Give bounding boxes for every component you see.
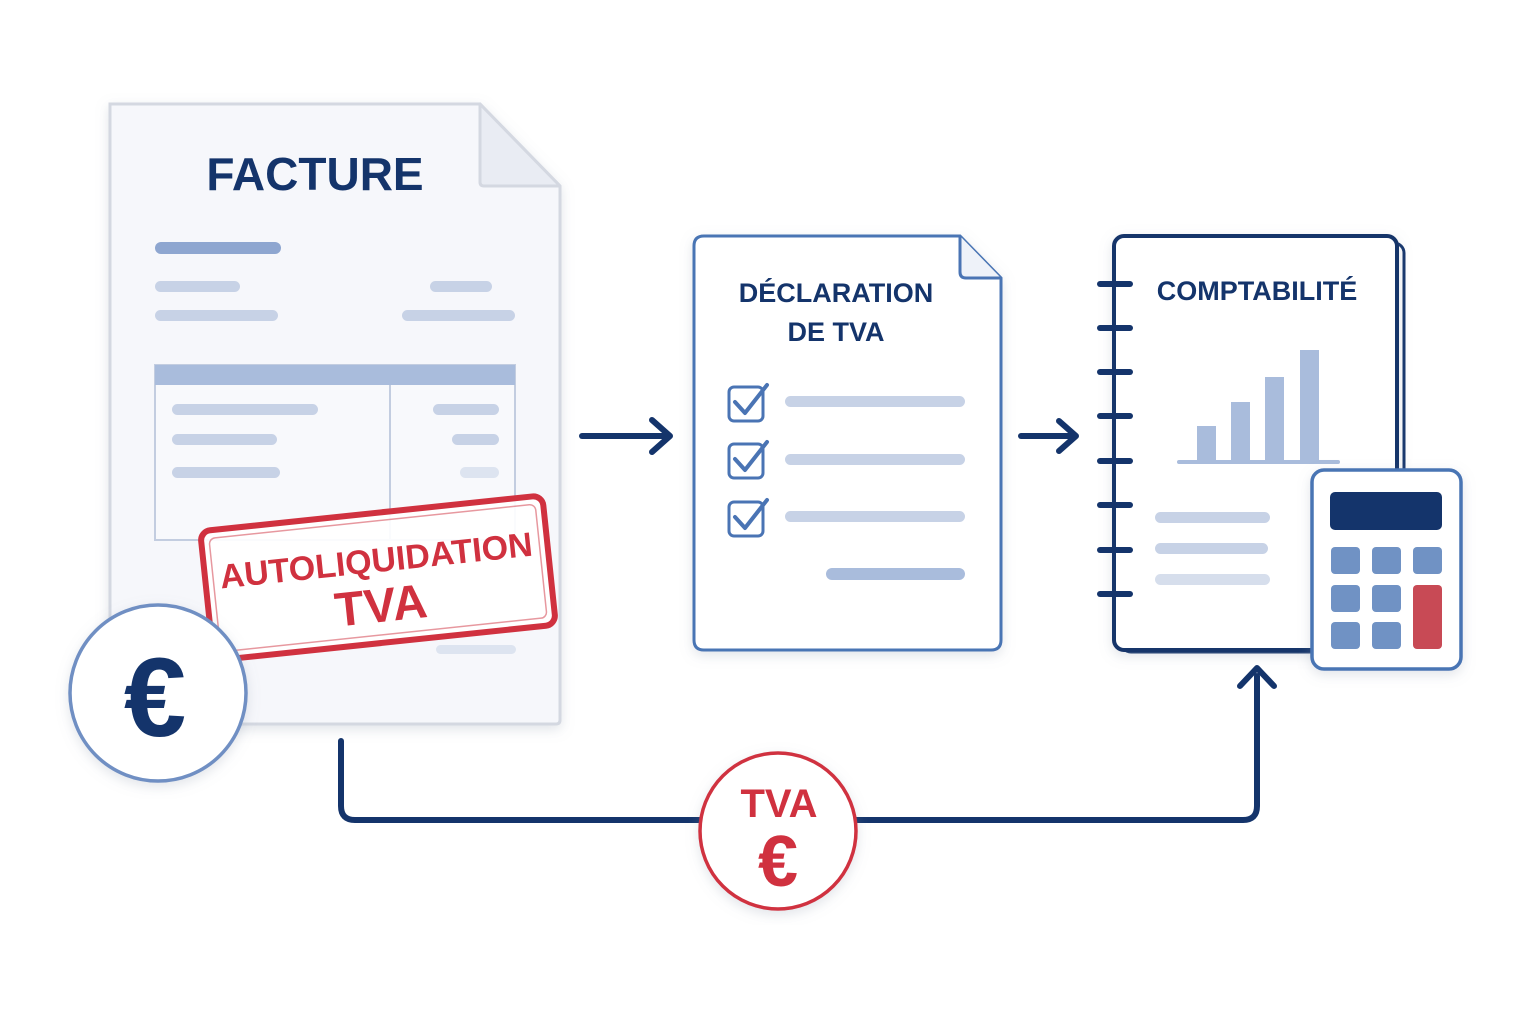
calculator-key <box>1331 622 1360 649</box>
invoice-title: FACTURE <box>206 148 423 200</box>
calculator-key <box>1372 547 1401 574</box>
euro-coin-icon <box>68 603 248 783</box>
vat-badge-label: TVA <box>740 782 817 826</box>
invoice-text-line <box>155 281 240 292</box>
ledger-text-line <box>1155 574 1270 585</box>
invoice-folded-corner <box>478 102 562 188</box>
checkbox-checked-icon <box>727 500 765 538</box>
invoice-table-row <box>172 467 280 478</box>
ledger-text-line <box>1155 543 1268 554</box>
invoice-text-line <box>402 310 515 321</box>
declaration-total-line <box>826 568 965 580</box>
invoice-table-amount <box>460 467 499 478</box>
ledger-text-line <box>1155 512 1270 523</box>
declaration-title-line-1: DÉCLARATION <box>739 277 933 308</box>
invoice-text-line <box>155 310 278 321</box>
checkbox-checked-icon <box>727 385 765 423</box>
euro-coin-symbol: € <box>124 635 186 760</box>
invoice-header-line <box>155 242 281 254</box>
ledger-bar-chart-icon <box>1177 350 1340 464</box>
invoice-table-amount <box>452 434 499 445</box>
arrow-invoice-to-declaration <box>579 417 673 455</box>
declaration-title-line-2: DE TVA <box>787 317 884 347</box>
checklist-item <box>727 440 965 480</box>
checklist-item <box>727 498 965 538</box>
calculator-key <box>1372 622 1401 649</box>
invoice-table <box>154 364 516 541</box>
vat-euro-badge: TVA € <box>698 751 858 911</box>
ledger-spiral-rings <box>1097 281 1133 597</box>
invoice-table-amount <box>433 404 499 415</box>
calculator-key <box>1331 585 1360 612</box>
calculator-display <box>1330 492 1442 530</box>
invoice-table-row <box>172 404 318 415</box>
reverse-charge-stamp: AUTOLIQUIDATION TVA <box>198 493 558 663</box>
calculator-key <box>1331 547 1360 574</box>
stamp-line-2: TVA <box>332 575 429 637</box>
calculator-key <box>1413 547 1442 574</box>
invoice-table-row <box>172 434 277 445</box>
checklist-item <box>727 383 965 423</box>
calculator-key <box>1372 585 1401 612</box>
declaration-folded-corner <box>958 236 1001 280</box>
arrow-up-icon <box>1237 665 1277 689</box>
calculator-equals-key <box>1413 585 1442 649</box>
checkbox-checked-icon <box>727 442 765 480</box>
vat-declaration-document: DÉCLARATION DE TVA <box>692 234 1003 652</box>
invoice-table-header <box>155 365 515 385</box>
invoice-text-line <box>436 645 516 654</box>
invoice-text-line <box>430 281 492 292</box>
vat-badge-euro-symbol: € <box>758 822 798 902</box>
euro-coin: € <box>68 603 248 783</box>
accounting-title: COMPTABILITÉ <box>1157 275 1357 306</box>
arrow-declaration-to-accounting <box>1018 418 1079 454</box>
calculator <box>1310 468 1463 671</box>
checklist-document-icon <box>692 234 1003 652</box>
